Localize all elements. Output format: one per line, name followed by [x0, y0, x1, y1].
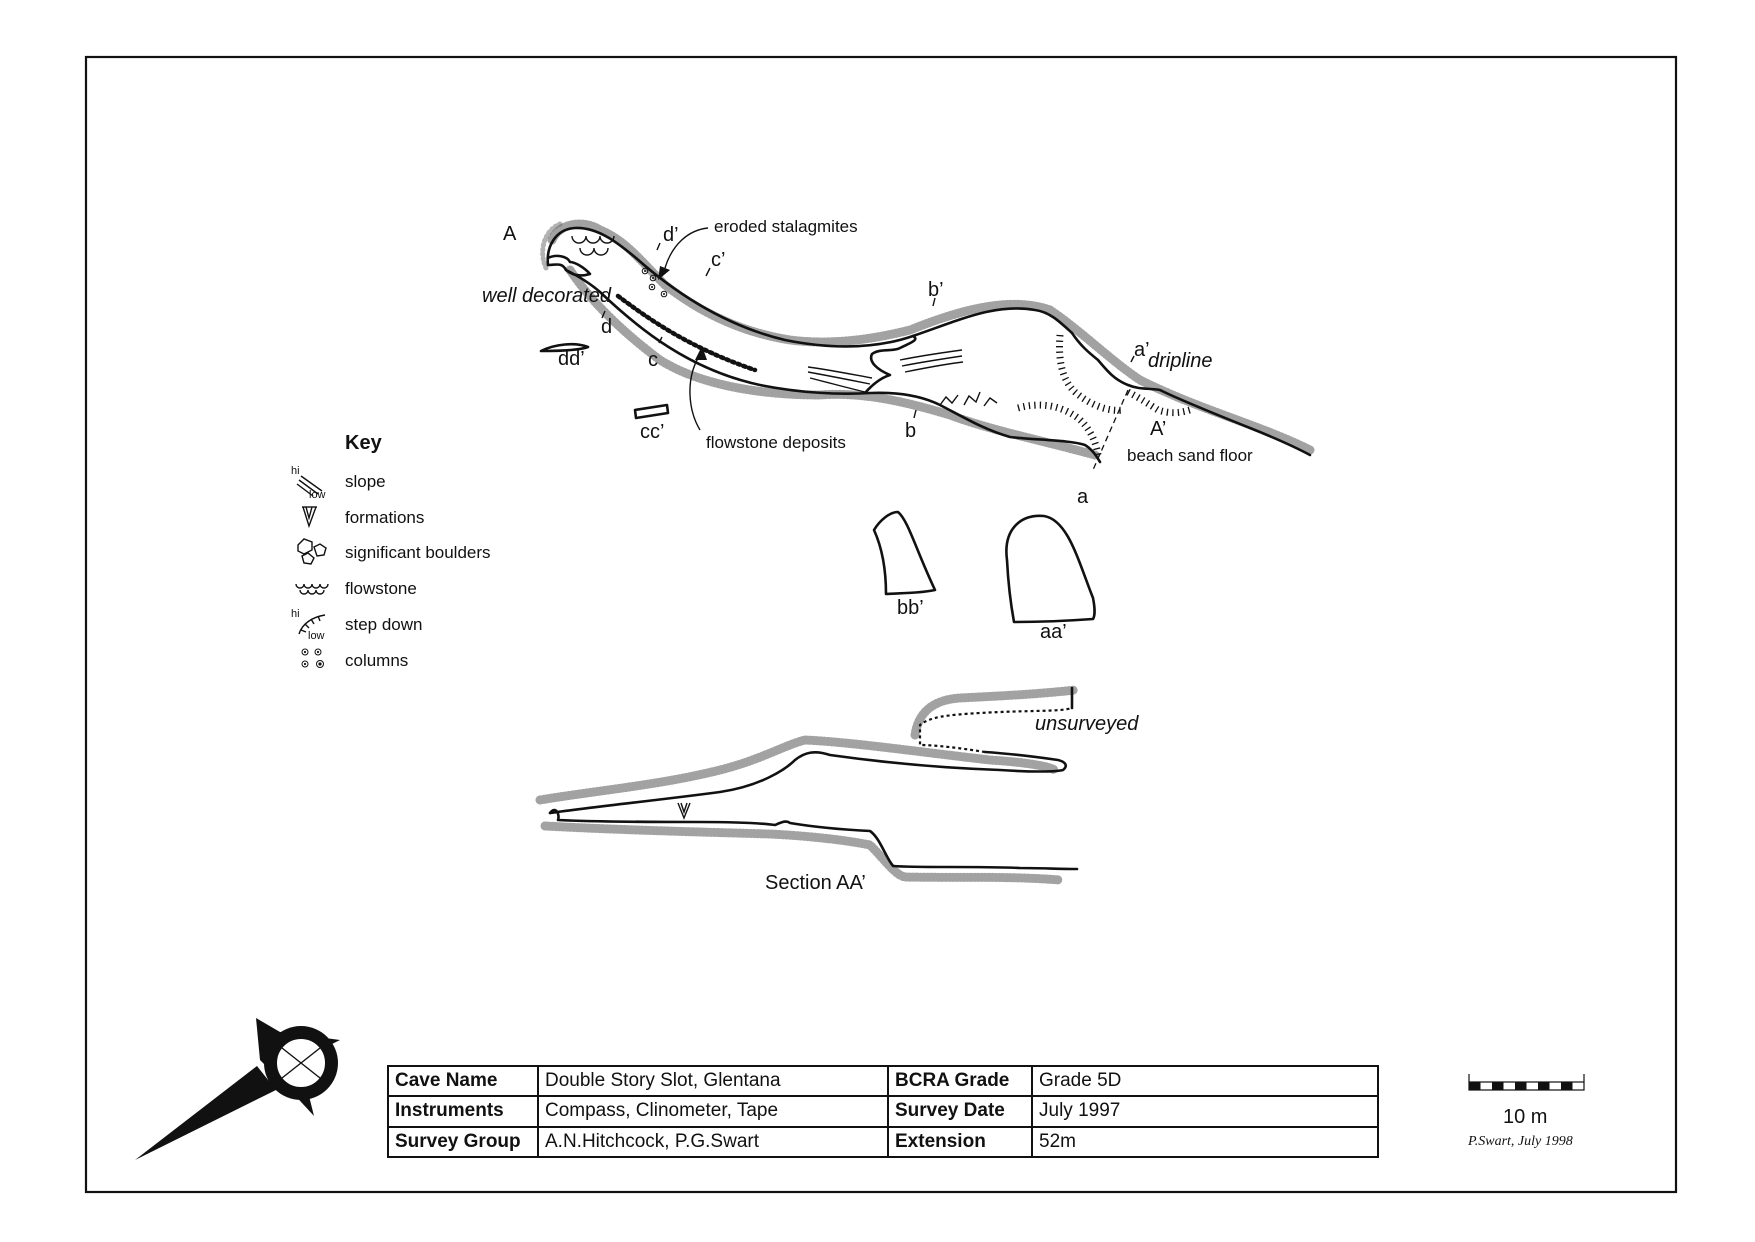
section-stipple-upper: [535, 735, 1060, 805]
plan-slope-lines-right: [899, 349, 964, 373]
cell-label-survey-group: Survey Group: [387, 1125, 539, 1159]
cell-value-survey-date: July 1997: [1031, 1095, 1379, 1128]
flowstone-icon: [295, 583, 329, 595]
label-flowstone-deposits: flowstone deposits: [706, 433, 846, 452]
plan-wall-upper: [546, 226, 1312, 457]
scale-label: 10 m: [1503, 1106, 1547, 1128]
label-entrance-a: A: [503, 223, 517, 245]
scale-bar: 10 m P.Swart, July 1998: [1467, 1074, 1585, 1149]
label-c-prime: c’: [711, 249, 725, 271]
cross-section-aa-shape: [1005, 514, 1096, 624]
plan-rock-stipple-bottom: [565, 265, 1100, 460]
section-unsurveyed-label: unsurveyed: [1035, 713, 1139, 735]
eroded-stalagmites-arrowhead: [658, 266, 670, 280]
slope-icon-low: low: [309, 489, 326, 501]
key-title: Key: [345, 432, 383, 454]
table-row: Cave Name Double Story Slot, Glentana BC…: [387, 1064, 1379, 1098]
key-legend: Key hi low slope formations significant …: [291, 432, 491, 670]
key-label-slope: slope: [345, 472, 386, 491]
key-label-boulders: significant boulders: [345, 543, 491, 562]
cell-value-cave-name: Double Story Slot, Glentana: [537, 1064, 889, 1098]
table-row: Survey Group A.N.Hitchcock, P.G.Swart Ex…: [387, 1125, 1379, 1159]
north-arrow-icon: [135, 1018, 340, 1160]
surveyor-signature: P.Swart, July 1998: [1467, 1134, 1573, 1149]
section-formation: [677, 802, 691, 820]
cell-value-survey-group: A.N.Hitchcock, P.G.Swart: [537, 1125, 889, 1159]
label-cross-section-bb: bb’: [897, 597, 924, 619]
cell-value-instruments: Compass, Clinometer, Tape: [537, 1095, 889, 1128]
label-well-decorated: well decorated: [482, 285, 612, 307]
table-row: Instruments Compass, Clinometer, Tape Su…: [387, 1095, 1379, 1128]
label-dripline: dripline: [1148, 350, 1212, 372]
dripline-line: [1092, 389, 1129, 471]
label-b-prime: b’: [928, 279, 944, 301]
section-unsurveyed-dashed: [918, 706, 1073, 754]
step-down-icon-low: low: [308, 630, 325, 642]
key-label-columns: columns: [345, 651, 408, 670]
label-cross-section-a-top: a: [1077, 486, 1089, 508]
flowstone-deposits-arrowhead: [695, 346, 707, 360]
cross-section-dd-shape: [539, 342, 590, 353]
key-label-flowstone: flowstone: [345, 579, 417, 598]
plan-wall-entrance: [546, 254, 592, 277]
section-title: Section AA’: [765, 872, 866, 894]
eroded-stalagmites-leader: [664, 227, 709, 269]
section-floor: [548, 808, 1079, 871]
label-c: c: [648, 349, 658, 371]
flowstone-deposits-leader: [689, 357, 701, 431]
cell-label-survey-date: Survey Date: [887, 1095, 1033, 1128]
formations-icon: [302, 506, 317, 529]
label-a-prime: a’: [1134, 339, 1150, 361]
plan-constriction: [863, 334, 917, 395]
label-cross-section-aa: aa’: [1040, 621, 1067, 643]
label-entrance-a-prime: A’: [1150, 418, 1166, 440]
plan-rock-stipple-top: [547, 219, 1315, 455]
section-roof: [548, 750, 1068, 815]
plan-constriction-boulders: [939, 391, 998, 407]
cell-label-cave-name: Cave Name: [387, 1064, 539, 1098]
key-label-formations: formations: [345, 508, 424, 527]
plan-slope-lines-left: [807, 366, 873, 393]
plan-rock-stipple-entrance: [540, 221, 563, 271]
section-stipple-lower: [540, 821, 1065, 885]
plan-step-down-dripline: [1126, 388, 1192, 417]
slope-icon-hi: hi: [291, 465, 300, 477]
cross-sections: dd’ cc’ bb’ a aa’: [539, 342, 1096, 643]
survey-info-table: Cave Name Double Story Slot, Glentana BC…: [387, 1064, 1379, 1159]
label-d-prime: d’: [663, 224, 679, 246]
page-frame: [84, 55, 1678, 1194]
slope-icon: hi low: [291, 465, 326, 501]
label-beach-sand-floor: beach sand floor: [1127, 446, 1253, 465]
flowstone-deposit-beads: [615, 293, 758, 373]
entrance-flowstone-arcs: [571, 235, 615, 256]
section-ticks: [601, 242, 1135, 419]
cell-label-extension: Extension: [887, 1125, 1033, 1159]
cell-value-bcra-grade: Grade 5D: [1031, 1064, 1379, 1098]
label-eroded-stalagmites: eroded stalagmites: [714, 217, 858, 236]
plan-view: A d’ eroded stalagmites c’ well decorate…: [482, 217, 1315, 471]
key-label-step-down: step down: [345, 615, 423, 634]
label-cross-section-dd: dd’: [558, 348, 585, 370]
label-cross-section-cc: cc’: [640, 421, 664, 443]
step-down-icon: hi low: [291, 608, 326, 642]
label-b: b: [905, 420, 916, 442]
cross-section-bb-shape: [872, 510, 937, 596]
cell-value-extension: 52m: [1031, 1125, 1379, 1159]
plan-columns: [641, 267, 668, 298]
cell-label-bcra-grade: BCRA Grade: [887, 1064, 1033, 1098]
section-stipple-upper-roof: [910, 685, 1080, 740]
section-aa-view: Section AA’ unsurveyed: [535, 685, 1139, 894]
boulders-icon: [297, 538, 327, 565]
label-d: d: [601, 316, 612, 338]
plan-step-down-right: [1056, 334, 1125, 414]
cross-section-cc-shape: [633, 403, 670, 420]
columns-icon: [301, 648, 324, 668]
step-down-icon-hi: hi: [291, 608, 300, 620]
plan-wall-lower: [564, 268, 1102, 464]
cell-label-instruments: Instruments: [387, 1095, 539, 1128]
